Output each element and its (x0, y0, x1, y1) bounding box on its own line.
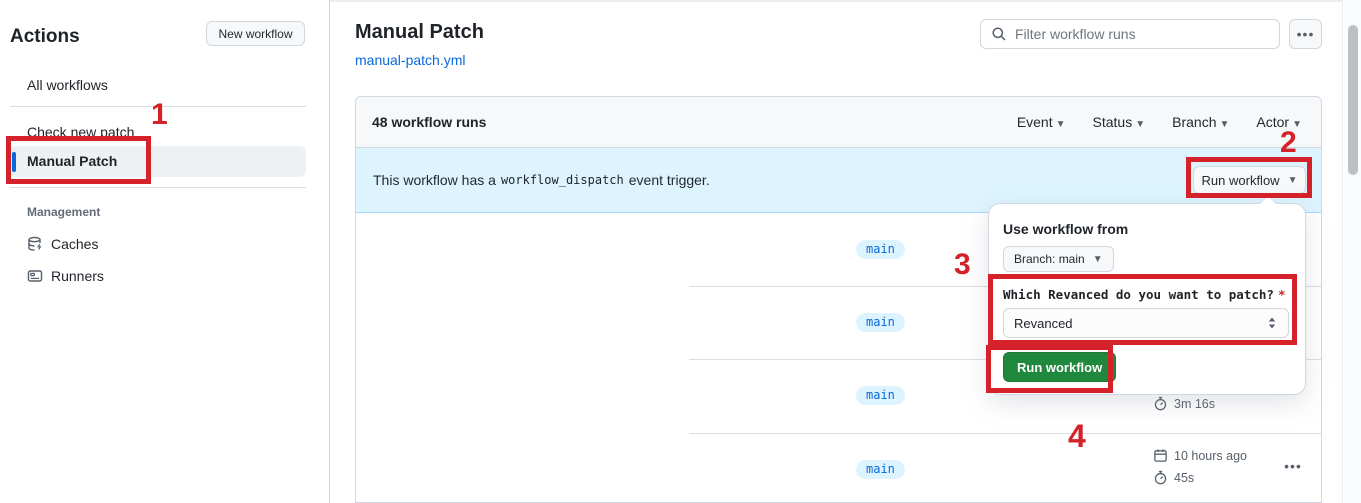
chevron-down-icon: ▼ (1135, 119, 1146, 130)
sidebar-item-manual-patch[interactable]: Manual Patch (27, 153, 118, 169)
branch-badge[interactable]: main (856, 460, 905, 479)
workflow-options-kebab-button[interactable]: ••• (1289, 19, 1322, 49)
run-workflow-submit-button[interactable]: Run workflow (1003, 352, 1117, 382)
run-duration: 3m 16s (1153, 396, 1215, 411)
chevron-down-icon: ▼ (1292, 119, 1302, 130)
sidebar-item-check-new-patch[interactable]: Check new patch (27, 124, 135, 140)
branch-badge[interactable]: main (856, 240, 905, 259)
run-date: 10 hours ago (1153, 448, 1247, 463)
banner-text: event trigger. (628, 172, 710, 188)
branch-selector-button[interactable]: Branch: main▼ (1003, 246, 1114, 272)
workflow-run-row[interactable]: main 10 hours ago 45s (356, 433, 1321, 503)
runs-count: 48 workflow runs (372, 114, 487, 130)
branch-badge[interactable]: main (856, 386, 905, 405)
run-workflow-dropdown-button[interactable]: Run workflow▼ (1193, 166, 1306, 194)
sidebar-item-label: Runners (51, 268, 104, 284)
event-filter-dropdown[interactable]: Event▼ (1016, 114, 1066, 130)
new-workflow-button[interactable]: New workflow (206, 21, 305, 46)
workflow-input-label: Which Revanced do you want to patch?* (1003, 287, 1286, 302)
actor-filter-dropdown[interactable]: Actor▼ (1256, 114, 1302, 130)
branch-filter-dropdown[interactable]: Branch▼ (1172, 114, 1230, 130)
workflow-file-link[interactable]: manual-patch.yml (355, 52, 466, 68)
run-workflow-panel: Use workflow from Branch: main▼ Which Re… (988, 194, 1306, 395)
workflow-dispatch-banner: This workflow has a workflow_dispatch ev… (356, 148, 1321, 213)
scrollbar-thumb[interactable] (1348, 25, 1358, 175)
sidebar-item-runners[interactable]: Runners (27, 268, 104, 284)
management-section-label: Management (27, 205, 101, 219)
run-duration: 45s (1153, 470, 1194, 485)
banner-text: This workflow has a (373, 172, 496, 188)
run-filters: Event▼ Status▼ Branch▼ Actor▼ (1017, 114, 1302, 130)
use-workflow-from-label: Use workflow from (1003, 221, 1129, 237)
workflow-run-row[interactable]: main (356, 213, 1321, 286)
revanced-select[interactable]: Revanced (1003, 308, 1289, 338)
calendar-icon (1153, 448, 1168, 463)
run-options-kebab-button[interactable]: ••• (1278, 455, 1308, 477)
sidebar-item-label: Caches (51, 236, 99, 252)
filter-runs-searchbox[interactable] (980, 19, 1280, 49)
stopwatch-icon (1153, 396, 1168, 411)
sidebar-title: Actions (10, 26, 80, 47)
sidebar-item-all-workflows[interactable]: All workflows (27, 77, 108, 93)
stopwatch-icon (1153, 470, 1168, 485)
chevron-down-icon: ▼ (1287, 174, 1298, 186)
top-divider (0, 0, 1361, 2)
divider (10, 187, 306, 188)
chevron-down-icon: ▼ (1219, 119, 1230, 130)
page-title: Manual Patch (355, 21, 484, 43)
chevron-down-icon: ▼ (1092, 253, 1103, 265)
branch-badge[interactable]: main (856, 313, 905, 332)
chevron-down-icon: ▼ (1055, 119, 1066, 130)
selected-accent-bar (12, 152, 16, 172)
sidebar-selected-highlight[interactable] (10, 146, 306, 177)
cache-icon (27, 236, 43, 252)
status-filter-dropdown[interactable]: Status▼ (1092, 114, 1146, 130)
sidebar-item-caches[interactable]: Caches (27, 236, 98, 252)
required-asterisk: * (1277, 287, 1286, 302)
updown-caret-icon (1268, 317, 1276, 329)
filter-runs-input[interactable] (1015, 26, 1269, 42)
search-icon (991, 26, 1007, 42)
banner-code: workflow_dispatch (500, 173, 624, 187)
scrollbar-track[interactable] (1342, 0, 1361, 503)
runs-table-header: 48 workflow runs Event▼ Status▼ Branch▼ … (356, 97, 1321, 148)
divider (10, 106, 306, 107)
runners-icon (27, 268, 43, 284)
actions-sidebar: Actions New workflow All workflows Check… (0, 0, 330, 503)
row-divider (689, 433, 1321, 434)
